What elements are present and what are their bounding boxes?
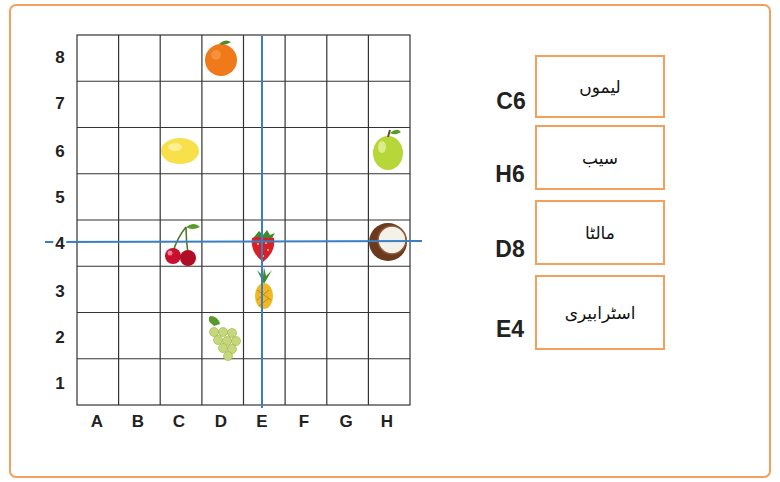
axis-label: 1 bbox=[53, 375, 66, 394]
fruit-name-box: سیب bbox=[535, 125, 665, 190]
coordinate-label: D8 bbox=[493, 237, 526, 262]
axis-label: E bbox=[254, 413, 269, 432]
axis-label: 7 bbox=[53, 95, 66, 114]
axis-label: 3 bbox=[53, 283, 66, 302]
axis-label: B bbox=[130, 413, 146, 432]
axis-label: C bbox=[171, 413, 187, 432]
axis-label: 2 bbox=[53, 329, 66, 348]
lemon-fruit bbox=[161, 138, 199, 164]
strawberry-fruit bbox=[252, 230, 275, 262]
pineapple-fruit bbox=[255, 267, 273, 309]
orange-fruit bbox=[205, 40, 237, 76]
axis-label: D bbox=[213, 413, 229, 432]
fruit-name: لیموں bbox=[573, 77, 626, 97]
fruit-name: سیب bbox=[576, 148, 624, 168]
cherry-fruit bbox=[165, 224, 200, 266]
apple-fruit bbox=[373, 130, 403, 170]
axis-label: 6 bbox=[53, 143, 66, 162]
fruit-name-box: مالٹا bbox=[535, 200, 665, 265]
axis-label: 5 bbox=[53, 189, 66, 208]
axis-label: 8 bbox=[53, 49, 66, 68]
coordinate-label: H6 bbox=[493, 162, 526, 187]
grid-lines bbox=[77, 35, 410, 405]
fruit-name: مالٹا bbox=[579, 223, 621, 243]
fruit-name-box: اسٹرابیری bbox=[535, 275, 665, 350]
axis-label: F bbox=[297, 413, 311, 432]
coordinate-label: E4 bbox=[494, 317, 526, 342]
coordinate-label: C6 bbox=[494, 89, 527, 114]
axis-label: A bbox=[89, 413, 105, 432]
axis-label: 4 bbox=[53, 235, 66, 254]
axis-label: G bbox=[337, 413, 354, 432]
blue-guide-lines bbox=[45, 36, 422, 408]
fruit-name-box: لیموں bbox=[535, 55, 665, 118]
grapes-fruit bbox=[209, 316, 241, 361]
axis-label: H bbox=[379, 413, 395, 432]
outer-frame bbox=[10, 5, 770, 477]
fruit-name: اسٹرابیری bbox=[559, 303, 642, 323]
